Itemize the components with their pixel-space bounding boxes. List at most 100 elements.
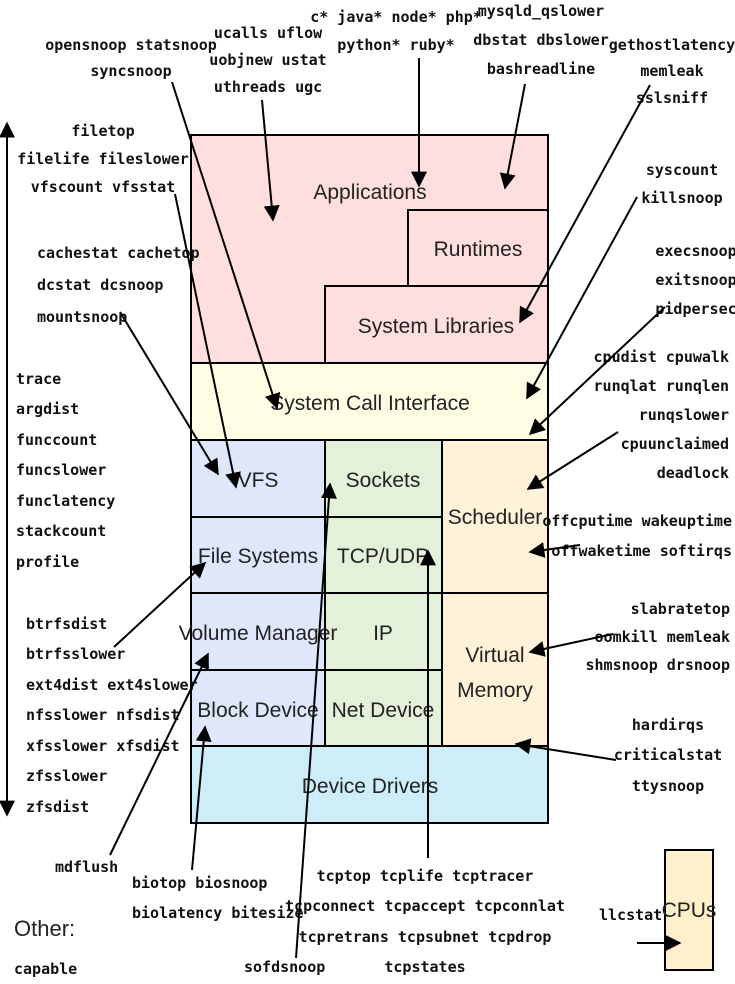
arrow-mysqld xyxy=(499,83,526,190)
tool-line: filelife fileslower xyxy=(17,150,189,168)
net-device-box xyxy=(324,669,443,747)
tool-line: syscount xyxy=(646,161,718,179)
trace-tools: trace argdist funccount funcslower funcl… xyxy=(16,370,115,571)
tool-line: vfscount vfsstat xyxy=(31,178,176,196)
tool-line: bashreadline xyxy=(487,60,595,78)
device-drivers-box xyxy=(190,745,549,824)
tool-line: biotop biosnoop xyxy=(132,874,267,892)
tool-line: exitsnoop xyxy=(655,271,735,289)
hardirqs-tools: hardirqs criticalstat ttysnoop xyxy=(614,716,722,795)
cachestat-tools: cachestat cachetop dcstat dcsnoop mounts… xyxy=(37,244,200,326)
tool-line: btrfsslower xyxy=(26,645,125,663)
runtimes-box xyxy=(407,209,549,287)
tool-line: hardirqs xyxy=(632,716,704,734)
tool-line: ucalls uflow xyxy=(214,24,323,42)
vfs-label: VFS xyxy=(238,469,279,492)
virtual-memory-box xyxy=(441,592,549,747)
tool-line: funclatency xyxy=(16,492,115,510)
volume-manager-label: Volume Manager xyxy=(179,622,338,645)
tool-line: memleak xyxy=(640,62,703,80)
arrow-ucalls xyxy=(261,99,280,222)
tcptop-tools: tcptop tcplife tcptracer tcpconnect tcpa… xyxy=(285,867,565,976)
other-label: Other: xyxy=(14,916,75,941)
gethostlatency-tools: gethostlatency memleak sslsniff xyxy=(609,36,735,107)
tool-line: mountsnoop xyxy=(37,308,127,326)
syscount-tools: syscount killsnoop xyxy=(641,161,722,207)
tool-line: oomkill memleak xyxy=(595,628,730,646)
applications-label: Applications xyxy=(313,181,426,204)
tool-line: uobjnew ustat xyxy=(209,51,326,69)
tool-line: tcpstates xyxy=(384,958,465,976)
filetop-tools: filetop filelife fileslower vfscount vfs… xyxy=(17,122,189,196)
tool-line: criticalstat xyxy=(614,746,722,764)
file-systems-box xyxy=(190,516,326,594)
arrow-gethostlatency xyxy=(519,84,651,324)
langs-tools: c* java* node* php* python* ruby* xyxy=(310,8,482,54)
execsnoop-tools: execsnoop exitsnoop pidpersec xyxy=(655,242,735,318)
tool-line: funccount xyxy=(16,431,97,449)
tool-line: cpuunclaimed xyxy=(621,435,729,453)
mdflush-tool: mdflush xyxy=(55,858,118,876)
block-device-label: Block Device xyxy=(197,699,318,722)
tool-line: mysqld_qslower xyxy=(478,2,604,20)
arrow-cachestat xyxy=(119,311,219,476)
tool-line: cachestat cachetop xyxy=(37,244,200,262)
arrow-offcputime xyxy=(528,542,581,558)
tool-line: argdist xyxy=(16,400,79,418)
scheduler-label: Scheduler xyxy=(448,506,543,529)
cpus-label: CPUs xyxy=(662,899,717,922)
file-systems-label: File Systems xyxy=(198,545,318,568)
tool-line: opensnoop statsnoop xyxy=(45,36,217,54)
tool-line: trace xyxy=(16,370,61,388)
tool-line: offcputime wakeuptime xyxy=(542,512,732,530)
tool-line: ext4dist ext4slower xyxy=(26,676,198,694)
arrow-filetop xyxy=(174,193,241,489)
tool-line: shmsnoop drsnoop xyxy=(586,656,731,674)
device-drivers-label: Device Drivers xyxy=(302,775,439,798)
tool-line: runqlat runqlen xyxy=(594,377,729,395)
opensnoop-tools: opensnoop statsnoop syncsnoop xyxy=(45,36,217,80)
slabratetop-tools: slabratetop oomkill memleak shmsnoop drs… xyxy=(586,600,731,674)
tool-line: python* ruby* xyxy=(337,36,454,54)
ip-label: IP xyxy=(373,622,393,645)
arrow-biotop xyxy=(191,725,212,871)
tool-line: c* java* node* php* xyxy=(310,8,482,26)
cpudist-tools: cpudist cpuwalk runqlat runqlen runqslow… xyxy=(594,348,729,482)
tool-line: zfsslower xyxy=(26,767,107,785)
tool-line: funcslower xyxy=(16,461,106,479)
arrow-mdflush xyxy=(109,652,209,856)
llcstat-tool: llcstat xyxy=(599,906,662,924)
arrow-syscount xyxy=(526,196,638,400)
virtual-memory-label-line1: Virtual xyxy=(465,644,524,667)
tool-line: killsnoop xyxy=(641,189,722,207)
tool-line: tcpconnect tcpaccept tcpconnlat xyxy=(285,897,565,915)
arrow-sofdsnoop xyxy=(295,482,337,959)
arrow-hardirqs xyxy=(514,738,617,761)
tool-line: sslsniff xyxy=(636,89,708,107)
btrfsdist-tools: btrfsdist btrfsslower ext4dist ext4slowe… xyxy=(26,615,198,816)
mysqld-tools: mysqld_qslower dbstat dbslower bashreadl… xyxy=(473,2,608,78)
tool-line: dcstat dcsnoop xyxy=(37,276,163,294)
system-libraries-box xyxy=(324,285,549,364)
tcp-udp-label: TCP/UDP xyxy=(337,545,429,568)
arrow-opensnoop xyxy=(171,81,281,410)
virtual-memory-label-line2: Memory xyxy=(457,679,533,702)
syscall-interface-label: System Call Interface xyxy=(270,392,470,415)
tool-line: offwaketime softirqs xyxy=(551,542,732,560)
tool-line: btrfsdist xyxy=(26,615,107,633)
tool-line: biolatency bitesize xyxy=(132,904,304,922)
tool-line: cpudist cpuwalk xyxy=(594,348,729,366)
tool-line: syncsnoop xyxy=(90,62,171,80)
sockets-label: Sockets xyxy=(346,469,421,492)
tool-line: profile xyxy=(16,553,79,571)
tool-line: ttysnoop xyxy=(632,777,704,795)
tool-line: deadlock xyxy=(657,464,729,482)
tool-line: gethostlatency xyxy=(609,36,735,54)
tool-line: execsnoop xyxy=(655,242,735,260)
tool-line: filetop xyxy=(71,122,134,140)
tool-line: stackcount xyxy=(16,522,106,540)
other-tools: capable xyxy=(14,960,77,978)
ucalls-tools: ucalls uflow uobjnew ustat uthreads ugc xyxy=(209,24,326,96)
tool-line: uthreads ugc xyxy=(214,78,322,96)
